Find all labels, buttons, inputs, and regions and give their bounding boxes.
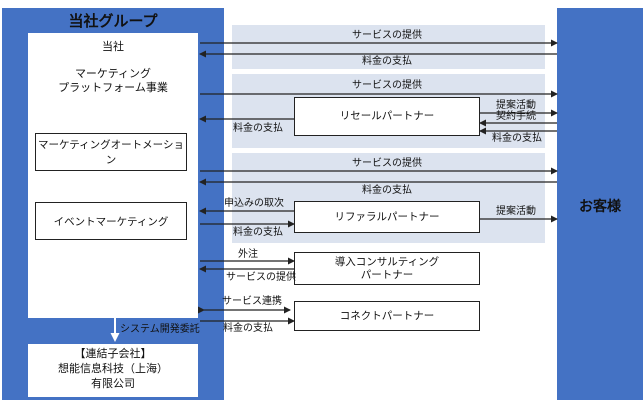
referral-proposal-label: 提案活動 — [496, 206, 536, 217]
resale-customer-payment-label: 料金の支払 — [492, 133, 542, 144]
subsidiary-line-1: 【連結子会社】 — [74, 347, 152, 360]
company-title: 当社 — [102, 40, 124, 53]
consulting-partner-line-1: 導入コンサルティング — [334, 255, 440, 268]
consulting-partner-box: 導入コンサルティング パートナー — [294, 252, 480, 285]
event-marketing-label: イベントマーケティング — [53, 215, 169, 228]
resale-payment-label: 料金の支払 — [233, 123, 283, 134]
resale-service-label: サービスの提供 — [352, 80, 422, 91]
referral-service-label: サービスの提供 — [352, 158, 422, 169]
connect-payment-label: 料金の支払 — [223, 323, 273, 334]
subsidiary-box: 【連結子会社】 想能信息科技（上海） 有限公司 — [28, 344, 198, 397]
dev-outsource-label: システム開発委託 — [120, 324, 200, 335]
subsidiary-line-2: 想能信息科技（上海） — [58, 362, 168, 375]
subsidiary-line-3: 有限公司 — [91, 377, 135, 390]
referral-fee-label: 料金の支払 — [233, 227, 283, 238]
consulting-service-label: サービスの提供 — [226, 272, 296, 283]
company-box — [28, 33, 198, 318]
event-marketing-box: イベントマーケティング — [35, 202, 187, 240]
connect-partner-label: コネクトパートナー — [339, 309, 435, 322]
direct-service-label: サービスの提供 — [352, 30, 422, 41]
connect-service-label: サービス連携 — [222, 296, 282, 307]
marketing-platform-business: マーケティング プラットフォーム事業 — [28, 67, 198, 95]
resale-partner-label: リセールパートナー — [339, 110, 435, 122]
customer-label: お客様 — [579, 199, 621, 215]
group-title: 当社グループ — [68, 12, 158, 30]
referral-partner-box: リファラルパートナー — [294, 201, 480, 233]
consulting-partner-line-2: パートナー — [360, 268, 414, 281]
direct-payment-label: 料金の支払 — [362, 56, 412, 67]
consulting-outsource-label: 外注 — [238, 249, 258, 260]
resale-contract-label: 契約手続 — [496, 111, 536, 122]
referral-payment-label: 料金の支払 — [362, 185, 412, 196]
connect-partner-box: コネクトパートナー — [294, 301, 480, 331]
referral-intake-label: 申込みの取次 — [224, 198, 284, 209]
marketing-automation-box: マーケティングオートメーション — [35, 133, 187, 171]
marketing-line-2: プラットフォーム事業 — [58, 81, 168, 94]
resale-partner-box: リセールパートナー — [294, 97, 480, 136]
resale-proposal-label: 提案活動 — [496, 100, 536, 111]
customer-panel — [557, 8, 643, 400]
marketing-line-1: マーケティング — [74, 67, 152, 80]
referral-partner-label: リファラルパートナー — [334, 210, 440, 223]
direct-band — [232, 25, 545, 69]
marketing-automation-label: マーケティングオートメーション — [38, 139, 184, 166]
